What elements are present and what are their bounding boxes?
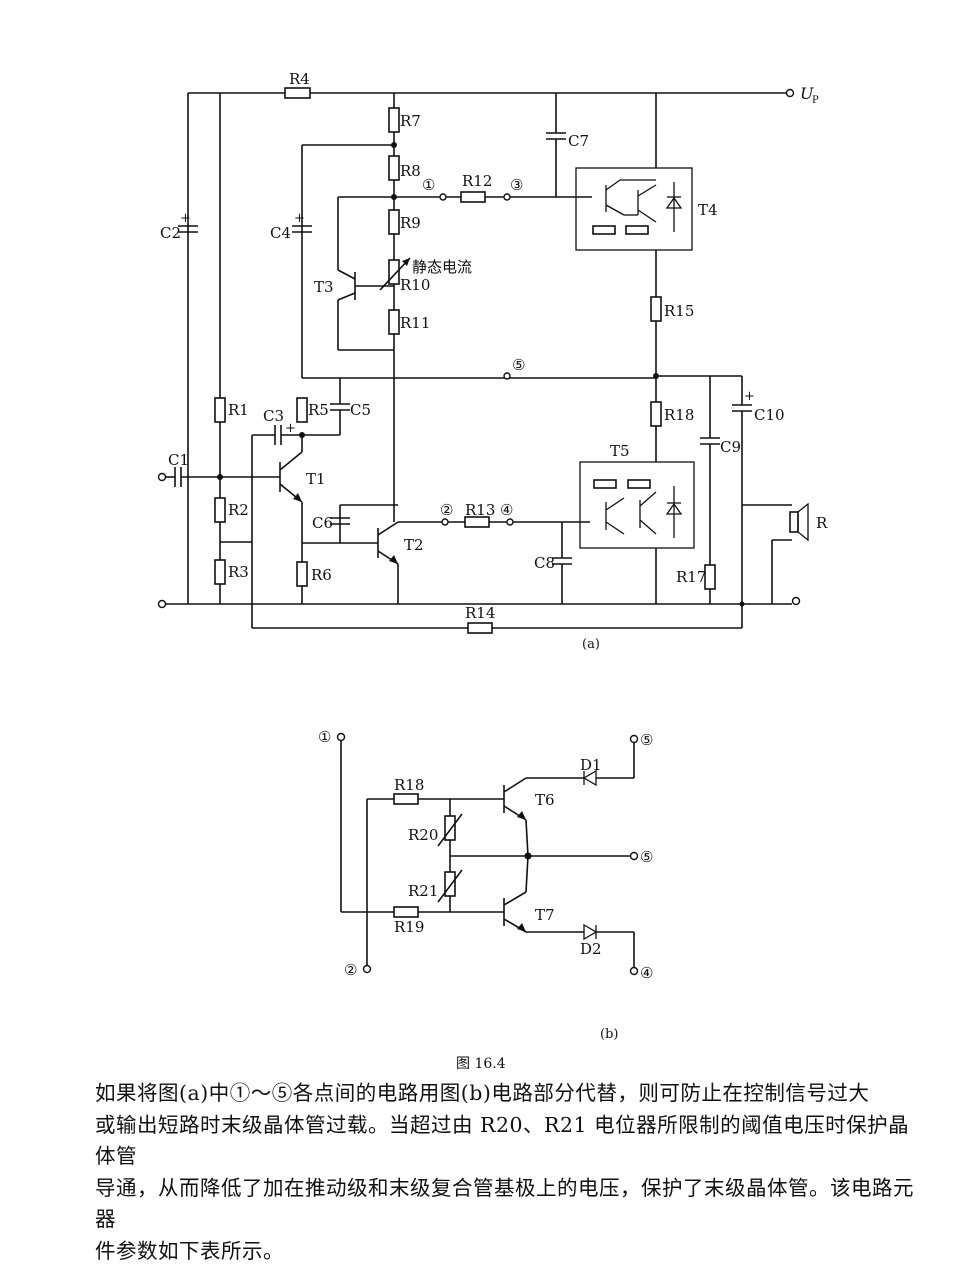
label-r18: R18 (664, 406, 694, 424)
label-node4-b: ④ (640, 964, 653, 982)
label-r13: R13 (465, 501, 495, 519)
label-node1-a: ① (422, 176, 435, 194)
label-r5: R5 (308, 401, 329, 419)
label-c3-plus: + (285, 421, 296, 436)
terminal-ground (159, 601, 166, 608)
label-r19: R19 (394, 918, 424, 936)
label-t5: T5 (610, 442, 630, 460)
paragraph-line-4: 件参数如下表所示。 (95, 1236, 915, 1267)
circuit-b: ① R19 ② R18 R20 R21 ⑤ T6 (318, 728, 653, 1042)
paragraph-line-1: 如果将图(a)中①～⑤各点间的电路用图(b)电路部分代替，则可防止在控制信号过大 (95, 1078, 915, 1110)
label-c10-plus: + (744, 389, 755, 404)
caption-a: (a) (582, 637, 600, 652)
resistor-r4 (285, 88, 310, 98)
label-c4: C4 (270, 224, 291, 242)
label-t4: T4 (698, 201, 718, 219)
resistor-r18 (651, 402, 661, 426)
label-d2: D2 (580, 940, 602, 958)
label-r21: R21 (408, 882, 438, 900)
speaker (790, 512, 798, 532)
label-c8: C8 (534, 554, 555, 572)
label-c1: C1 (168, 451, 189, 469)
label-node5-b1: ⑤ (640, 731, 653, 749)
label-r15: R15 (664, 302, 694, 320)
label-c5: C5 (350, 401, 371, 419)
resistor-r2 (215, 498, 225, 522)
paragraph-line-3: 导通，从而降低了加在推动级和末级复合管基极上的电压，保护了末级晶体管。该电路元器 (95, 1173, 915, 1236)
label-r14: R14 (465, 604, 495, 622)
resistor-r15 (651, 297, 661, 321)
body-paragraph: 如果将图(a)中①～⑤各点间的电路用图(b)电路部分代替，则可防止在控制信号过大… (95, 1078, 915, 1267)
label-c4-plus: + (294, 211, 305, 226)
label-r3: R3 (228, 563, 249, 581)
label-r2: R2 (228, 501, 249, 519)
label-t1: T1 (306, 470, 326, 488)
label-c3: C3 (263, 407, 284, 425)
label-quiescent-current: 静态电流 (412, 258, 472, 276)
resistor-r18-b (394, 794, 418, 804)
label-node3-a: ③ (510, 176, 523, 194)
paragraph-line-2: 或输出短路时末级晶体管过载。当超过由 R20、R21 电位器所限制的阈值电压时保… (95, 1110, 915, 1173)
label-r10: R10 (400, 276, 430, 294)
resistor-r14 (468, 623, 492, 633)
terminal-up (787, 90, 794, 97)
label-r9: R9 (400, 214, 421, 232)
label-node2-b: ② (344, 961, 357, 979)
label-t6: T6 (535, 791, 555, 809)
circuit-a: R4 U P C2 + R1 R2 R3 C1 (159, 70, 829, 652)
resistor-r7 (389, 108, 399, 132)
label-r17: R17 (676, 568, 706, 586)
label-node5-a: ⑤ (512, 356, 525, 374)
label-r18-b: R18 (394, 776, 424, 794)
resistor-r21 (445, 872, 455, 896)
terminal-output (793, 598, 800, 605)
terminal-input (159, 474, 166, 481)
label-c2: C2 (160, 224, 181, 242)
resistor-r9 (389, 210, 399, 234)
label-node1-b: ① (318, 728, 331, 746)
resistor-r1 (215, 398, 225, 422)
label-r12: R12 (462, 172, 492, 190)
label-c9: C9 (720, 438, 741, 456)
resistor-r12 (461, 192, 485, 202)
resistor-r3 (215, 560, 225, 584)
label-node2-a: ② (440, 501, 453, 519)
transistor-t5-box (580, 462, 694, 548)
label-r6: R6 (311, 566, 332, 584)
label-r11: R11 (400, 314, 430, 332)
resistor-r20 (445, 816, 455, 840)
label-node5-b2: ⑤ (640, 848, 653, 866)
label-r20: R20 (408, 826, 438, 844)
label-t7: T7 (535, 906, 555, 924)
resistor-r19 (394, 907, 418, 917)
label-r1: R1 (228, 401, 249, 419)
label-node4-a: ④ (500, 501, 513, 519)
resistor-r5 (297, 398, 307, 422)
label-d1: D1 (580, 756, 602, 774)
label-speaker: R (816, 514, 828, 532)
circuit-diagram: R4 U P C2 + R1 R2 R3 C1 (0, 0, 960, 1219)
caption-b: (b) (600, 1027, 618, 1042)
label-c2-plus: + (180, 211, 191, 226)
resistor-r6 (297, 562, 307, 586)
figure-caption: 图 16.4 (456, 1056, 506, 1072)
label-t3: T3 (314, 278, 334, 296)
resistor-r11 (389, 310, 399, 334)
resistor-r17 (705, 565, 715, 589)
label-r4: R4 (289, 70, 310, 88)
label-c6: C6 (312, 514, 333, 532)
label-c7: C7 (568, 132, 589, 150)
label-c10: C10 (754, 406, 785, 424)
label-r8: R8 (400, 162, 421, 180)
resistor-r8 (389, 156, 399, 180)
label-t2: T2 (404, 536, 424, 554)
label-supply-sub: P (812, 95, 819, 106)
label-r7: R7 (400, 112, 421, 130)
